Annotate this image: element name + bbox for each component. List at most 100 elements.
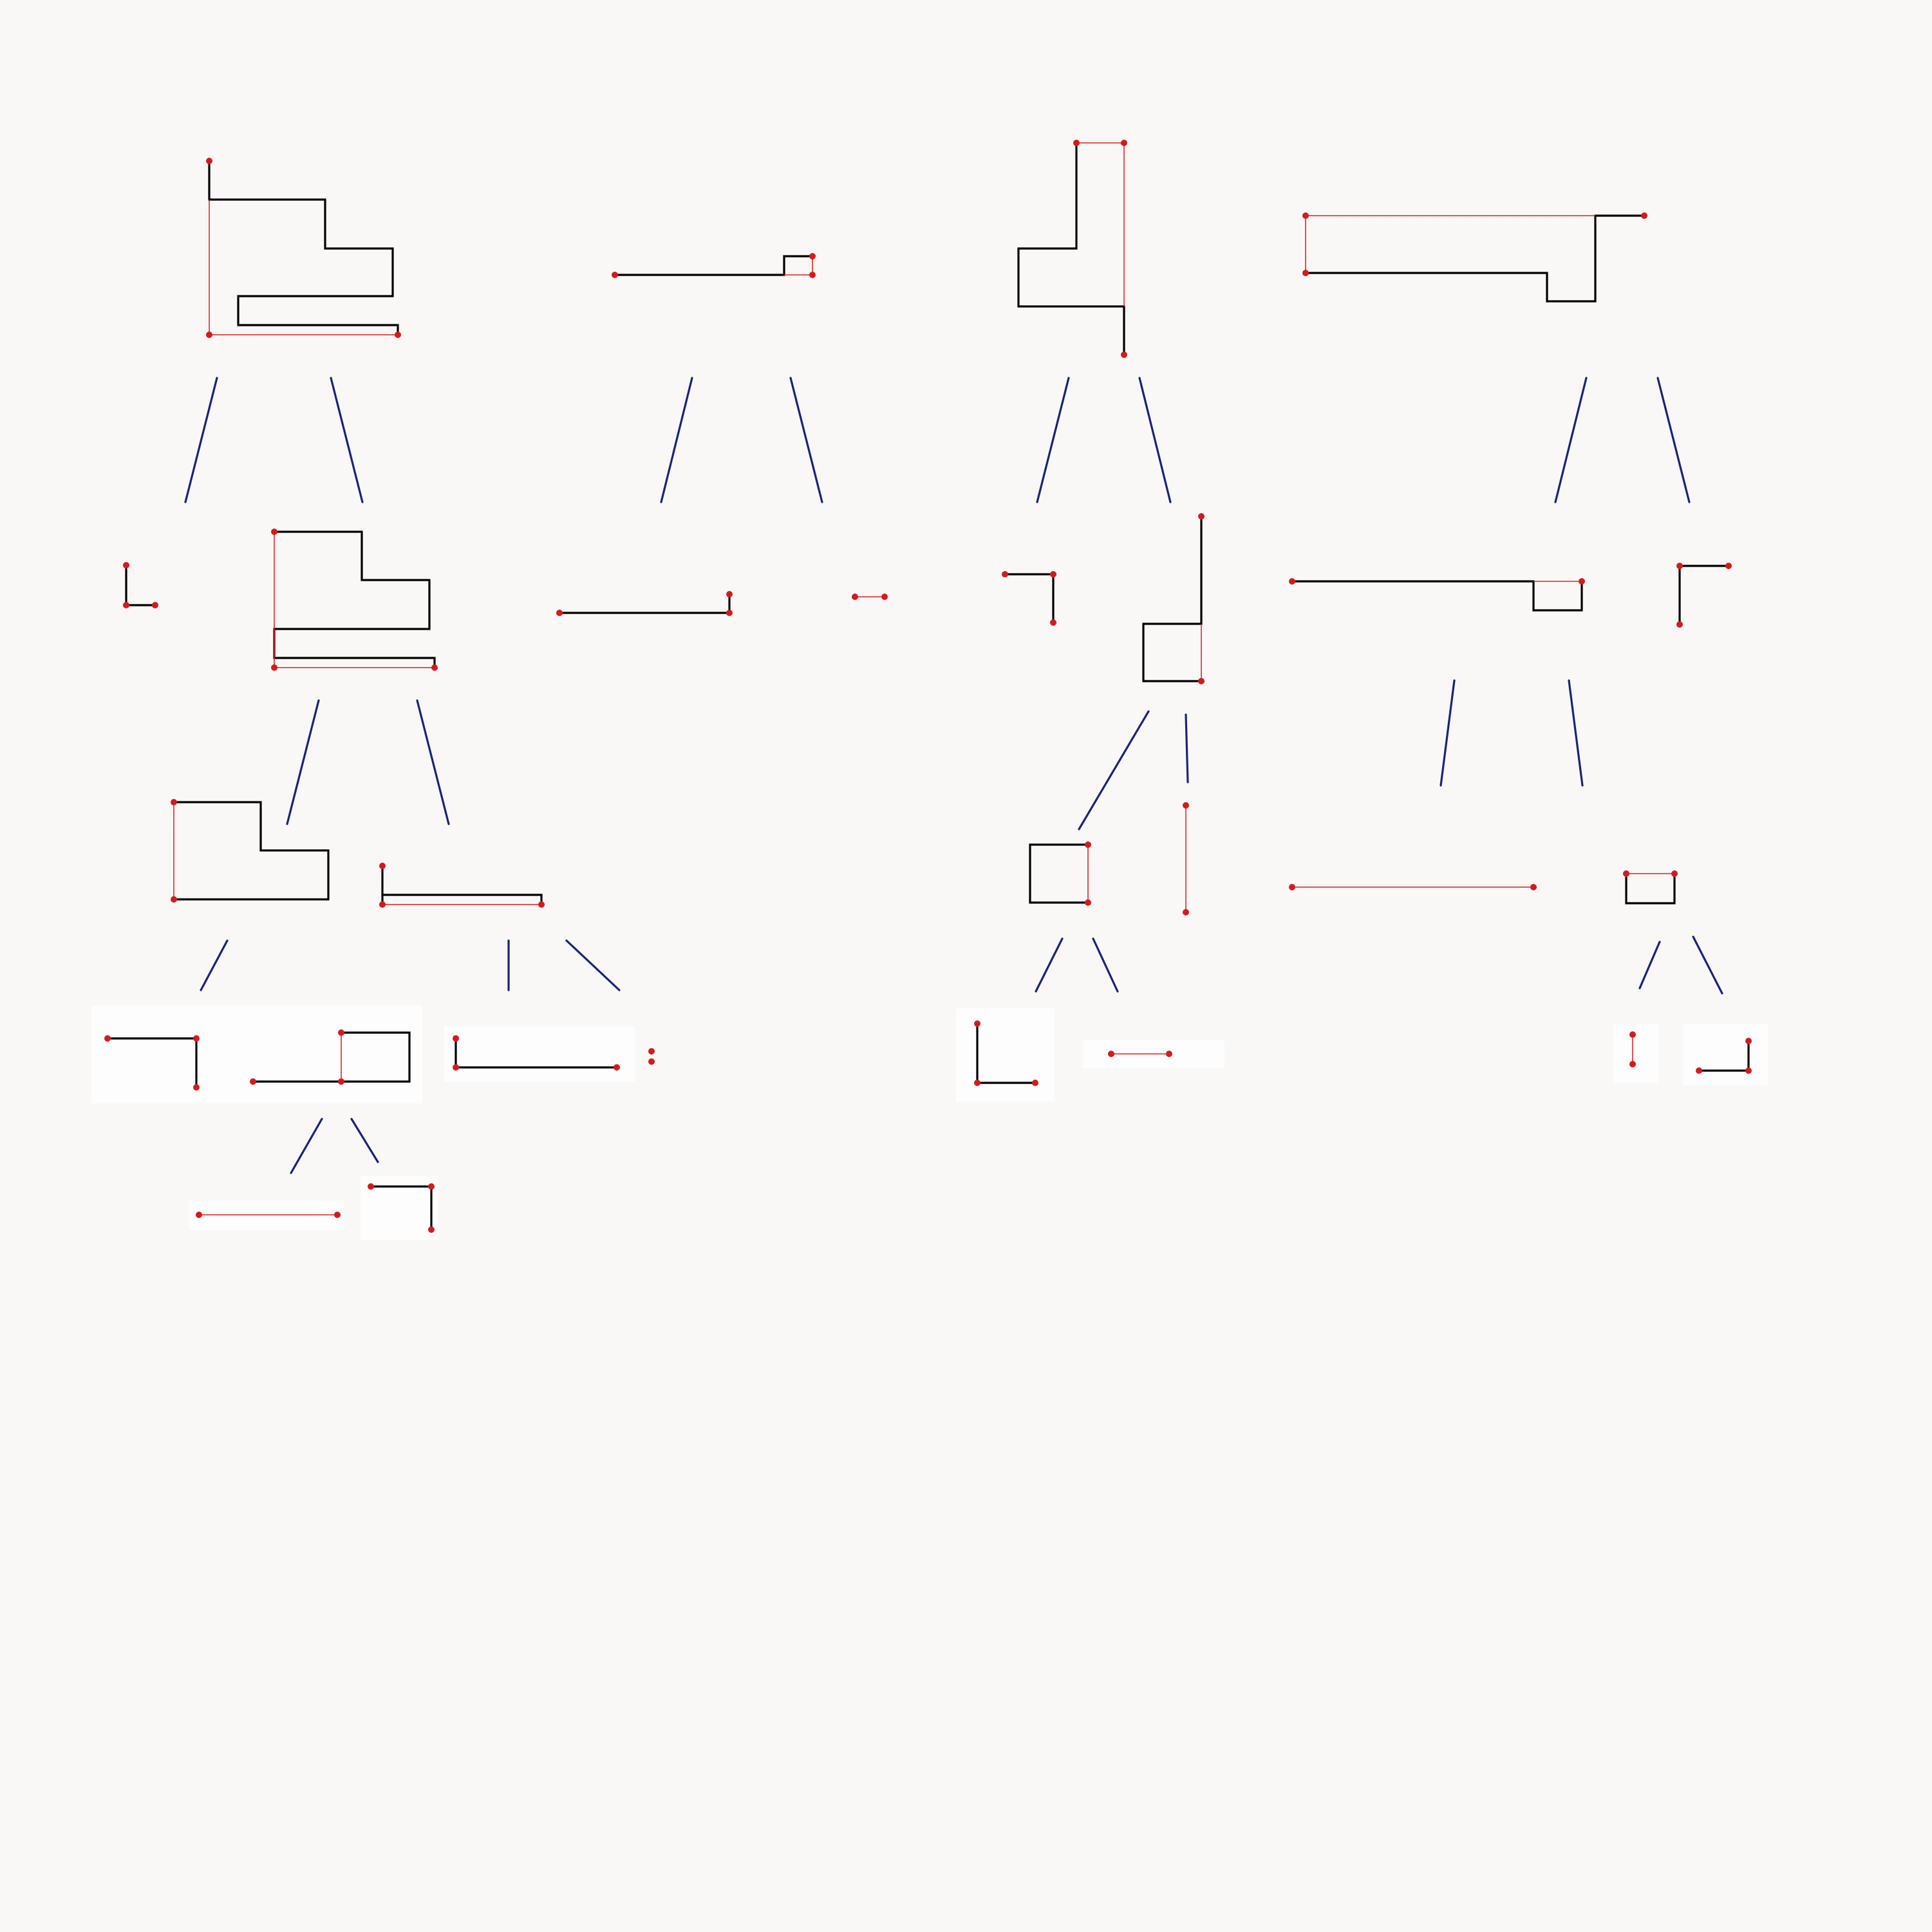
vertex-point — [250, 1078, 256, 1085]
level-5-leaf-a — [196, 1212, 341, 1218]
tree-edge — [330, 377, 364, 503]
root-4-level-4-leaf-a — [1629, 1031, 1636, 1067]
vertex-point — [171, 799, 177, 805]
vertex-point — [881, 594, 888, 600]
tree-edge — [286, 699, 320, 825]
vertex-point — [1745, 1067, 1752, 1074]
vertex-point — [1183, 909, 1189, 915]
vertex-point — [1671, 870, 1678, 877]
vertex-point — [1629, 1061, 1636, 1067]
tree-edge — [1138, 377, 1172, 503]
leaf-panel — [444, 1026, 635, 1082]
vertex-point — [538, 901, 545, 908]
level-3-left-polygon — [171, 799, 330, 903]
vertex-point — [1641, 212, 1647, 219]
tree-edge — [565, 939, 621, 991]
vertex-point — [206, 332, 212, 338]
vertex-point — [1676, 563, 1683, 569]
tree-edge — [1185, 713, 1189, 783]
tree-edge — [184, 377, 218, 503]
vertex-point — [1289, 884, 1295, 890]
level-4-node-b — [250, 1029, 411, 1085]
tree-edges — [184, 377, 1723, 1174]
tree-edge — [200, 939, 229, 991]
vertex-point — [1745, 1038, 1752, 1044]
leaf-panel — [1613, 1024, 1658, 1083]
root-4-left-child — [1289, 578, 1585, 612]
root-2-polygon — [612, 253, 816, 278]
vertex-point — [1623, 870, 1629, 877]
tree-edge — [290, 1118, 323, 1174]
vertex-point — [852, 594, 858, 600]
vertex-point — [152, 602, 158, 608]
root-3-right-child — [1142, 513, 1205, 684]
leaf-panel — [956, 1008, 1055, 1102]
root-3-level-3-segment — [1183, 802, 1189, 915]
root-2-left-child — [556, 591, 733, 616]
root-3-level-4-leaf-b — [1108, 1051, 1172, 1057]
vertex-point — [193, 1035, 200, 1042]
vertex-point — [1530, 884, 1537, 890]
vertex-point — [271, 529, 277, 535]
vertex-point — [1676, 621, 1683, 628]
tree-edge — [1092, 937, 1119, 993]
root-4-level-4-leaf-b — [1696, 1038, 1752, 1074]
tree-edge — [1638, 941, 1661, 989]
tree-edge — [1692, 935, 1723, 995]
vertex-point — [1289, 578, 1295, 585]
tree-edge — [1078, 710, 1150, 830]
tree-edge — [350, 1118, 379, 1163]
vertex-point — [974, 1020, 980, 1027]
level-4-leaf-d — [648, 1048, 655, 1065]
vertex-point — [1579, 578, 1585, 585]
leaf-panel — [1683, 1024, 1768, 1085]
vertex-point — [104, 1035, 111, 1042]
vertex-point — [368, 1183, 374, 1190]
vertex-point — [453, 1035, 459, 1042]
vertex-point — [123, 602, 129, 608]
root-2-right-child — [852, 594, 888, 600]
vertex-point — [171, 896, 177, 903]
vertex-point — [1108, 1051, 1114, 1057]
vertex-point — [1302, 270, 1309, 276]
tree-edge — [1554, 377, 1588, 503]
vertex-point — [1073, 140, 1080, 146]
root-3-level-4-leaf-a — [974, 1020, 1038, 1086]
root-4-polygon — [1302, 212, 1647, 303]
vertex-point — [1085, 841, 1091, 848]
root-1-polygon — [206, 158, 401, 338]
vertex-point — [974, 1080, 980, 1086]
root-4-level-3-segment — [1289, 884, 1537, 890]
vertex-point — [1166, 1051, 1172, 1057]
vertex-point — [338, 1078, 344, 1085]
vertex-point — [428, 1183, 435, 1190]
vertex-point — [1121, 140, 1127, 146]
vertex-point — [453, 1064, 459, 1071]
tree-edge — [660, 377, 693, 503]
tree-edge — [1035, 937, 1064, 993]
vertex-point — [1629, 1031, 1636, 1038]
level-4-leaf-a — [104, 1035, 200, 1091]
root-3-polygon — [1017, 140, 1127, 358]
vertex-point — [379, 863, 386, 869]
level-4-leaf-c — [453, 1035, 620, 1071]
vertex-point — [271, 664, 277, 671]
tree-edge — [416, 699, 450, 825]
vertex-point — [1183, 802, 1189, 809]
vertex-point — [556, 610, 563, 616]
vertex-point — [809, 272, 816, 278]
vertex-point — [648, 1048, 655, 1055]
vertex-point — [1725, 563, 1732, 569]
vertex-point — [1696, 1067, 1702, 1074]
vertex-point — [809, 253, 816, 259]
vertex-point — [1121, 352, 1127, 358]
root-4-right-child — [1676, 563, 1732, 628]
vertex-point — [1032, 1080, 1038, 1086]
vertex-point — [193, 1084, 200, 1091]
root-3-left-child — [1002, 571, 1056, 626]
root-3-level-3-square — [1029, 841, 1091, 906]
root-4-level-3-box — [1623, 870, 1678, 905]
tree-edge — [1440, 679, 1456, 787]
vertex-point — [1050, 571, 1056, 577]
